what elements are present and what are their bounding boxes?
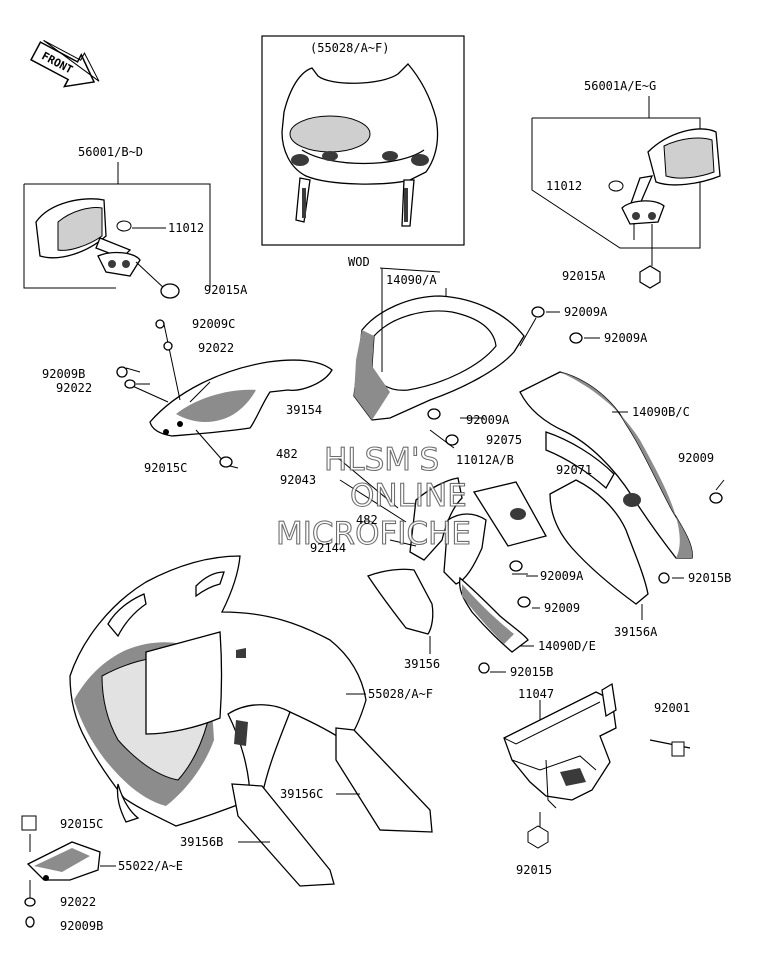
label-39156b: 39156B	[180, 835, 223, 849]
label-92015a-right: 92015A	[562, 269, 606, 283]
right-mirror-inset	[531, 96, 721, 289]
watermark-line-2: ONLINE	[350, 478, 467, 514]
label-92015: 92015	[516, 863, 552, 877]
label-92022-a: 92022	[198, 341, 234, 355]
watermark-line-3: MICROFICHE	[276, 516, 471, 552]
label-92001: 92001	[654, 701, 690, 715]
label-wod: WOD	[348, 255, 370, 269]
label-14090a: 14090/A	[386, 273, 437, 287]
label-11012-left: 11012	[168, 221, 204, 235]
label-39156c: 39156C	[280, 787, 323, 801]
label-39154: 39154	[286, 403, 322, 417]
label-11047: 11047	[518, 687, 554, 701]
label-39156: 39156	[404, 657, 440, 671]
label-92015c-b: 92015C	[60, 817, 103, 831]
label-92015b-right: 92015B	[688, 571, 731, 585]
label-92009a-3: 92009A	[466, 413, 510, 427]
front-arrow-icon: FRONT	[30, 39, 100, 88]
label-55022: 55022/A~E	[118, 859, 183, 873]
label-11012ab: 11012A/B	[456, 453, 514, 467]
meter-cover	[353, 288, 537, 421]
label-11012-right: 11012	[546, 179, 582, 193]
hardware-fasteners	[24, 306, 723, 928]
label-92009a-1: 92009A	[564, 305, 608, 319]
label-14090de: 14090D/E	[538, 639, 596, 653]
label-39156a: 39156A	[614, 625, 658, 639]
label-14090bc: 14090B/C	[632, 405, 690, 419]
watermark: HLSM'S ONLINE MICROFICHE	[275, 441, 471, 552]
fairing-stay-39154	[127, 323, 333, 463]
label-482-b: 482	[356, 513, 378, 527]
label-92009-mid: 92009	[544, 601, 580, 615]
label-92015a-left: 92015A	[204, 283, 248, 297]
label-55028-top: (55028/A~F)	[310, 41, 389, 55]
label-92009a-4: 92009A	[540, 569, 584, 583]
lower-panel-39156b	[231, 783, 335, 887]
label-92015b-mid: 92015B	[510, 665, 553, 679]
label-55028: 55028/A~F	[368, 687, 433, 701]
label-92009b-b: 92009B	[60, 919, 103, 933]
fairing-subframe-11047	[503, 682, 691, 849]
label-92022-c: 92022	[60, 895, 96, 909]
small-bracket-55022	[21, 815, 116, 898]
label-56001b: 56001/B~D	[78, 145, 143, 159]
label-92144: 92144	[310, 541, 346, 555]
right-side-cowl	[519, 371, 693, 559]
lower-panel-39156c	[335, 727, 433, 833]
label-92075: 92075	[486, 433, 522, 447]
label-92022-b: 92022	[56, 381, 92, 395]
part-labels: (55028/A~F) 56001A/E~G 56001/B~D 11012 1…	[42, 41, 731, 933]
main-fairing	[69, 555, 367, 827]
watermark-line-1: HLSM'S	[324, 442, 439, 478]
label-92015c-a: 92015C	[144, 461, 187, 475]
label-92009a-2: 92009A	[604, 331, 648, 345]
leader-lines	[379, 267, 725, 673]
label-92009b-a: 92009B	[42, 367, 85, 381]
label-92009-right: 92009	[678, 451, 714, 465]
center-stay-assembly	[337, 429, 547, 653]
label-92071: 92071	[556, 463, 592, 477]
label-482-a: 482	[276, 447, 298, 461]
upper-cowl-inset	[261, 35, 465, 246]
inner-panel-39156a	[549, 479, 649, 620]
label-56001a: 56001A/E~G	[584, 79, 656, 93]
left-mirror-inset	[23, 162, 211, 299]
label-92043: 92043	[280, 473, 316, 487]
label-92009c: 92009C	[192, 317, 235, 331]
